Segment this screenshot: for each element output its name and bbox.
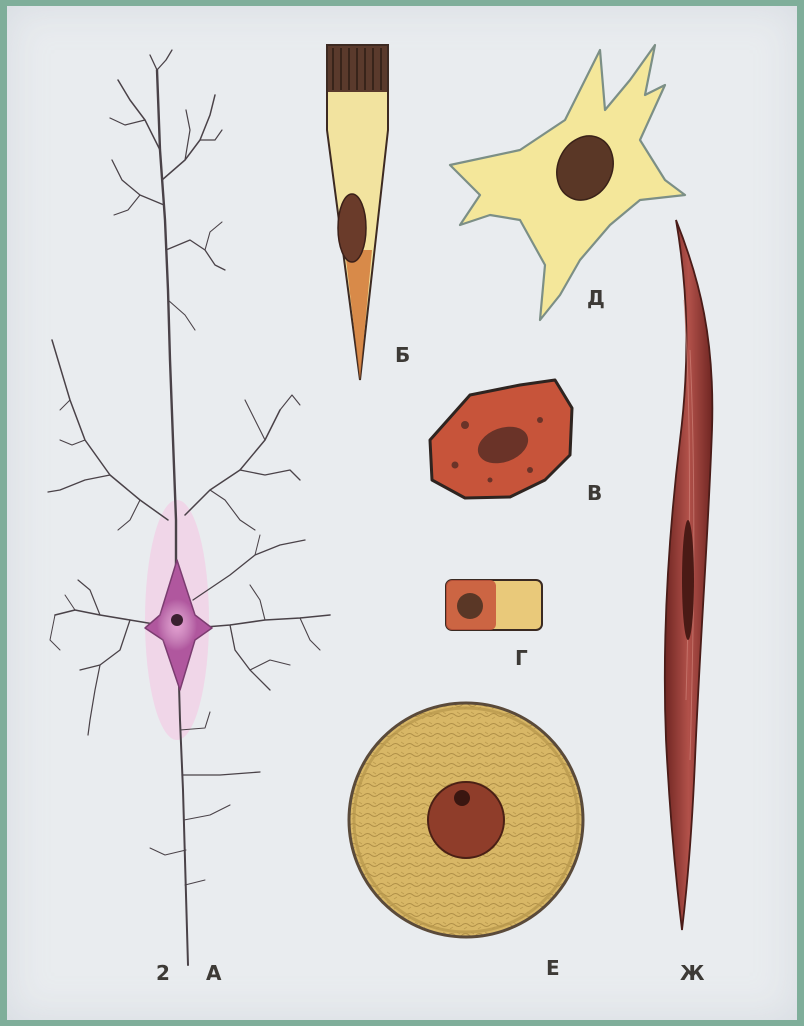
label-egg-cell: Е: [546, 956, 560, 980]
label-neuron: А: [206, 961, 222, 985]
label-muscle-cell: Ж: [680, 961, 705, 985]
muscle-cell: [665, 220, 713, 930]
epithelial-cell: [327, 45, 388, 380]
egg-cell: [349, 703, 583, 937]
label-bone-cell: Д: [587, 286, 605, 310]
cuboidal-cell: [446, 580, 542, 630]
label-epithelial-cell: Б: [395, 343, 410, 367]
figure-number-label: 2: [156, 961, 170, 985]
label-cuboidal-cell: Г: [515, 646, 528, 670]
neuron-cell: [48, 50, 330, 965]
bone-cell: [450, 45, 685, 320]
blood-cell: [430, 380, 572, 498]
label-blood-cell: В: [587, 481, 602, 505]
